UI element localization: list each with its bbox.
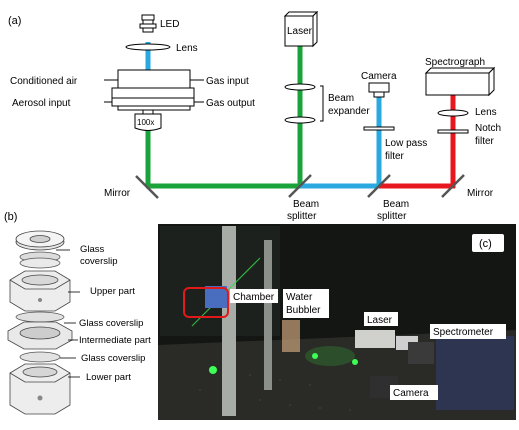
spectrometer-coupling (408, 342, 434, 364)
intermediate-part-label: Intermediate part (79, 335, 151, 346)
gas-input-label: Gas input (206, 76, 249, 87)
water-bubbler-label-box (283, 289, 329, 318)
left-mirror-icon (135, 175, 159, 199)
camera-icon (368, 82, 390, 98)
beam-expander-bracket (320, 85, 324, 122)
laser-photo-label: Laser (367, 315, 393, 326)
camera-photo-label-box (390, 385, 438, 400)
spectrograph-label: Spectrograph (425, 57, 485, 68)
right-mirror-label: Mirror (467, 188, 494, 199)
left-mirror-label: Mirror (104, 188, 131, 199)
laser-label: Laser (287, 26, 313, 37)
top-lens-label: Lens (176, 43, 198, 54)
camera-photo-label: Camera (393, 388, 429, 399)
water-bubbler-label-1: Water (286, 292, 313, 303)
water-bubbler-label-2: Bubbler (286, 305, 321, 316)
camera-label: Camera (361, 71, 397, 82)
lower-part-icon (9, 363, 71, 415)
green-spot-2 (312, 353, 318, 359)
green-spot-3 (352, 359, 358, 365)
beam-splitter-2-icon (367, 174, 391, 198)
beam-splitter-1-icon (288, 174, 312, 198)
beam-expander-lens-1 (284, 83, 316, 91)
right-mirror-icon (441, 174, 465, 198)
water-bubbler-object (282, 320, 300, 352)
upper-part-label: Upper part (90, 286, 135, 297)
glass-coverslip-3-icon (19, 351, 61, 363)
panel-a-label: (a) (8, 15, 21, 27)
low-pass-filter-icon (363, 126, 395, 131)
chamber-label: Chamber (233, 292, 275, 303)
panel-c-label-box (472, 234, 504, 252)
rail-post-1 (222, 226, 236, 416)
low-pass-label-2: filter (385, 151, 405, 162)
notch-label-1: Notch (475, 123, 501, 134)
upper-part-icon (9, 270, 71, 312)
beam-expander-lens-2 (284, 116, 316, 124)
beam-splitter-1-label-a: Beam (293, 199, 319, 210)
panel-a-schematic: (a) LED Lens Conditioned air (8, 10, 501, 222)
led-icon (139, 14, 157, 33)
low-pass-label-1: Low pass (385, 138, 427, 149)
glass-coverslip-3-label: Glass coverslip (81, 353, 145, 364)
panel-c-label: (c) (479, 238, 492, 250)
panel-b-exploded-view: (b) Glass coverslip Upper part Glass cov… (4, 211, 151, 415)
beam-splitter-2-label-b: splitter (377, 211, 407, 222)
gas-output-label: Gas output (206, 98, 255, 109)
glass-coverslip-2-label: Glass coverslip (79, 318, 143, 329)
right-lens-label: Lens (475, 107, 497, 118)
green-glow (305, 346, 355, 366)
lower-part-label: Lower part (86, 372, 131, 383)
conditioned-air-label: Conditioned air (10, 76, 78, 87)
glass-coverslip-1b-icon (19, 257, 61, 269)
spectrometer-unit-photo (436, 336, 514, 410)
beam-expander-label-1: Beam (328, 93, 354, 104)
green-spot-1 (209, 366, 217, 374)
aerosol-input-label: Aerosol input (12, 98, 71, 109)
chamber-label-box (230, 289, 278, 303)
top-lens-icon (125, 43, 171, 51)
panel-c-photo: (c) Chamber Water Bubbler Laser Spectrom… (158, 224, 516, 420)
laser-photo-label-box (364, 312, 398, 326)
spectrometer-label-box (430, 324, 506, 339)
notch-label-2: filter (475, 136, 495, 147)
intermediate-part-icon (7, 321, 73, 350)
beam-splitter-2-label-a: Beam (383, 199, 409, 210)
glass-coverslip-2-icon (15, 311, 65, 323)
glass-coverslip-1-label-a: Glass (80, 244, 105, 255)
chamber-highlight-box (183, 287, 229, 318)
spectrograph-icon (424, 66, 496, 97)
rail-post-2 (264, 240, 272, 390)
chamber-schematic (111, 69, 195, 111)
panel-b-label: (b) (4, 211, 17, 223)
right-lens-icon (437, 109, 469, 117)
beam-splitter-1-label-b: splitter (287, 211, 317, 222)
objective-label: 100x (137, 118, 154, 127)
chamber-object (205, 286, 227, 308)
spectrometer-label: Spectrometer (433, 327, 494, 338)
notch-filter-icon (437, 129, 469, 134)
objective-icon (134, 109, 162, 131)
top-coverslip-ring (15, 230, 65, 251)
photo-dark-area (160, 226, 280, 336)
led-label: LED (160, 19, 179, 30)
beam-expander-label-2: expander (328, 106, 370, 117)
glass-coverslip-1-label-b: coverslip (80, 256, 118, 267)
laser-unit-photo (355, 330, 395, 348)
laser-icon (283, 10, 319, 48)
